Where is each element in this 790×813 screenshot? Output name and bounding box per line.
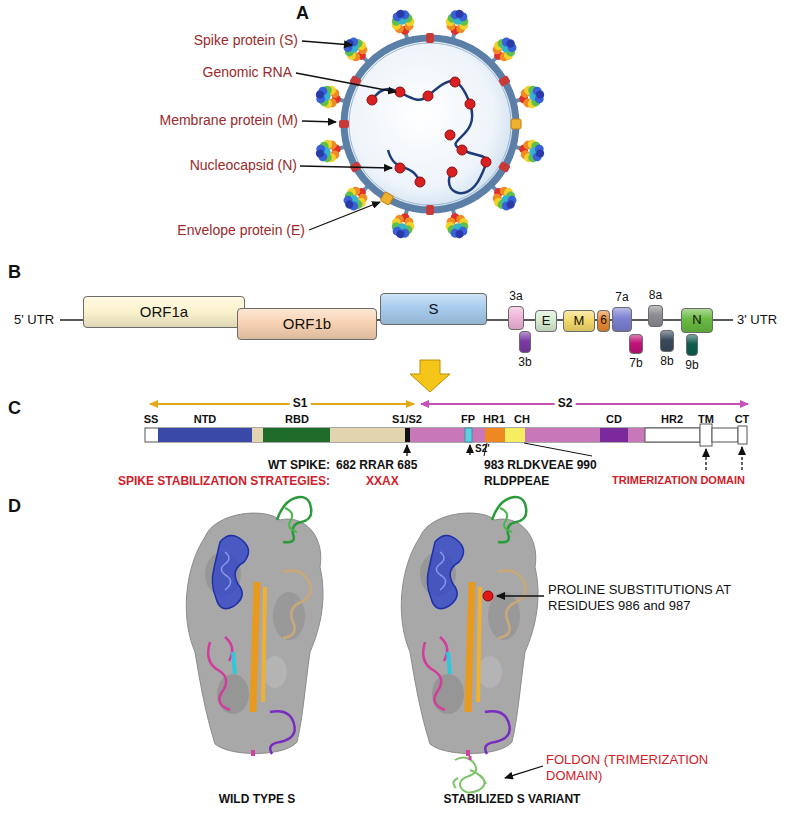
gene-label: 7a: [615, 291, 628, 304]
strategy-label: RLDPPEAE: [484, 474, 549, 488]
gene-box: ORF1b: [237, 308, 377, 340]
utr-label: 3' UTR: [737, 312, 777, 328]
gene-label: ORF1a: [140, 304, 188, 321]
gene-box: 7b: [629, 334, 643, 354]
gene-box: 3a: [508, 306, 524, 330]
gene-label: S: [428, 301, 438, 318]
structure-title: STABILIZED S VARIANT: [444, 792, 581, 806]
panel-letter: C: [8, 398, 21, 420]
sequence-label: 983 RLDKVEAE 990: [484, 458, 597, 472]
domain-label: RBD: [285, 413, 309, 426]
callout-text: FOLDON (TRIMERIZATION DOMAIN): [546, 752, 736, 785]
callout-text: PROLINE SUBSTITUTIONS AT RESIDUES 986 an…: [548, 582, 733, 615]
gene-box: S: [380, 293, 487, 325]
domain-label: CD: [606, 413, 622, 426]
domain-map: [145, 404, 748, 470]
gene-box: N: [681, 308, 713, 333]
gene-label: E: [542, 314, 551, 328]
gene-label: 6: [600, 314, 607, 327]
panel-letter: B: [8, 262, 21, 284]
gene-label: 3a: [509, 290, 522, 303]
sequence-label: 682 RRAR 685: [336, 458, 417, 472]
gene-label: 9b: [685, 359, 698, 372]
domain-label: CH: [514, 413, 530, 426]
sequence-label: WT SPIKE:: [268, 458, 330, 472]
gene-label: 3b: [518, 356, 531, 369]
gene-box: 8b: [660, 330, 674, 352]
subunit-label: S1: [290, 396, 311, 410]
domain-label: CT: [735, 413, 750, 426]
gene-label: 7b: [629, 357, 642, 370]
gene-box: 7a: [612, 307, 632, 332]
part-name: Spike protein (S): [194, 32, 298, 49]
gene-label: 8b: [660, 355, 673, 368]
gene-box: 8a: [648, 305, 663, 327]
domain-label: TM: [698, 413, 714, 426]
spike-structure: [186, 497, 538, 792]
part-name: Envelope protein (E): [177, 222, 305, 239]
domain-label: SS: [144, 413, 159, 426]
panel-letter: D: [8, 496, 21, 518]
part-name: Genomic RNA: [203, 64, 292, 81]
part-name: Nucleocapsid (N): [190, 157, 297, 174]
expand-arrow: [410, 360, 450, 392]
gene-box: 3b: [519, 331, 531, 353]
subunit-label: S2: [555, 396, 576, 410]
structure-title: WILD TYPE S: [219, 792, 296, 806]
gene-box: 9b: [686, 334, 698, 356]
domain-label: HR2: [661, 413, 683, 426]
domain-label: FP: [461, 413, 475, 426]
gene-label: 8a: [649, 289, 662, 302]
strategy-label: SPIKE STABILIZATION STRATEGIES:: [118, 474, 330, 488]
gene-box: M: [563, 310, 595, 332]
gene-box: ORF1a: [83, 296, 245, 328]
strategy-label: XXAX: [366, 474, 399, 488]
domain-label: NTD: [194, 413, 217, 426]
virion: [313, 7, 547, 241]
gene-label: ORF1b: [283, 316, 331, 333]
domain-label: S1/S2: [392, 413, 422, 426]
part-name: Membrane protein (M): [160, 112, 299, 129]
gene-box: 6: [597, 310, 610, 332]
leader-arrows: [296, 41, 396, 230]
utr-label: 5' UTR: [14, 312, 54, 328]
domain-label: HR1: [483, 413, 505, 426]
gene-box: E: [535, 310, 557, 332]
panel-letter: A: [296, 3, 309, 25]
gene-label: M: [574, 314, 585, 328]
strategy-label: TRIMERIZATION DOMAIN: [612, 474, 745, 487]
gene-label: N: [692, 313, 701, 327]
callout-arrows: [497, 596, 544, 778]
cleavage-label: S2': [475, 443, 490, 455]
